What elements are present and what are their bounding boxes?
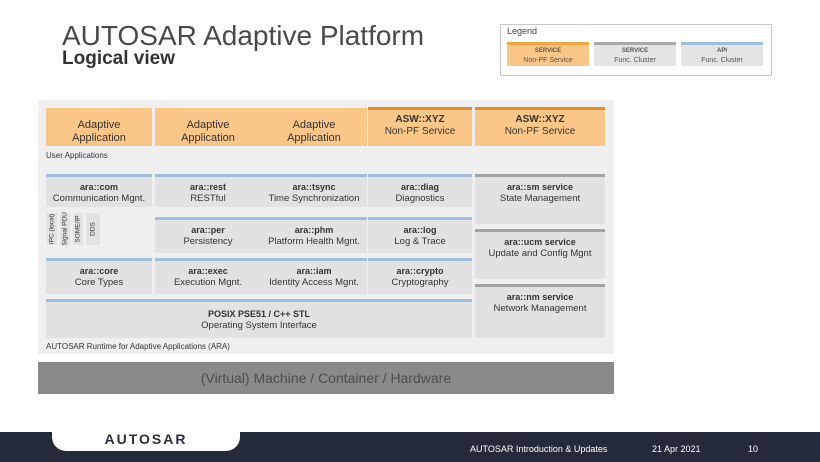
page-title: AUTOSAR Adaptive Platform	[62, 20, 425, 51]
ara-nm-service: ara::nm service Network Management	[475, 284, 605, 338]
legend-api-cluster: API Func. Cluster	[681, 42, 763, 66]
ara-exec-cluster: ara::exec Execution Mgnt.	[155, 258, 261, 294]
machine-layer: (Virtual) Machine / Container / Hardware	[38, 362, 614, 394]
cluster-name: ara::tsync	[292, 182, 336, 192]
service-name: ara::nm service	[506, 292, 574, 302]
service-name: ASW::XYZ	[395, 114, 445, 125]
legend-item-label: Func. Cluster	[701, 57, 743, 64]
app-line1: Adaptive	[292, 119, 336, 131]
service-type: Non-PF Service	[504, 126, 576, 137]
ara-core-cluster: ara::core Core Types	[46, 258, 152, 294]
cluster-name: ara::exec	[188, 266, 228, 276]
service-desc: Update and Config Mgnt	[488, 248, 592, 259]
ara-log-cluster: ara::log Log & Trace	[368, 217, 472, 253]
legend-item-label: Func. Cluster	[614, 57, 656, 64]
service-name: ara::sm service	[506, 182, 574, 192]
ara-sm-service: ara::sm service State Management	[475, 174, 605, 224]
transport-signal-pdu: Signal PDU	[60, 212, 70, 246]
legend-item-label: Non-PF Service	[523, 57, 573, 64]
cluster-name: ara::rest	[189, 182, 227, 192]
cluster-desc: Persistency	[183, 236, 233, 247]
app-line2: Application	[287, 132, 341, 144]
cluster-name: ara::diag	[400, 182, 439, 192]
cluster-name: ara::per	[191, 225, 225, 235]
app-line2: Application	[72, 132, 126, 144]
ara-crypto-cluster: ara::crypto Cryptography	[368, 258, 472, 294]
app-line2: Application	[181, 132, 235, 144]
non-pf-service: ASW::XYZ Non-PF Service	[475, 107, 605, 146]
service-desc: Network Management	[493, 303, 587, 314]
cluster-name: ara::iam	[296, 266, 332, 276]
cluster-desc: RESTful	[190, 193, 226, 204]
legend-nonpf-service: SERVICE Non-PF Service	[507, 42, 589, 66]
service-type: Non-PF Service	[384, 126, 456, 137]
transport-someip: SOME/IP	[73, 213, 83, 245]
legend-item-type: API	[716, 48, 727, 54]
ara-rest-cluster: ara::rest RESTful	[155, 174, 261, 207]
transport-dds: DDS	[86, 213, 100, 245]
ara-diag-cluster: ara::diag Diagnostics	[368, 174, 472, 207]
footer-doc-title: AUTOSAR Introduction & Updates	[470, 444, 608, 454]
cluster-desc: Communication Mgnt.	[52, 193, 146, 204]
service-desc: State Management	[499, 193, 581, 204]
page-subtitle: Logical view	[62, 48, 175, 69]
cluster-desc: Identity Access Mgnt.	[269, 277, 359, 288]
transport-ipc: IPC (local)	[47, 213, 57, 245]
ara-phm-cluster: ara::phm Platform Health Mgnt.	[261, 217, 367, 253]
cluster-desc: Time Synchronization	[268, 193, 360, 204]
non-pf-service: ASW::XYZ Non-PF Service	[368, 107, 472, 146]
adaptive-application: Adaptive Application	[261, 108, 367, 146]
page-number: 10	[748, 444, 759, 454]
footer-date: 21 Apr 2021	[652, 444, 701, 454]
ara-ucm-service: ara::ucm service Update and Config Mgnt	[475, 229, 605, 279]
cluster-desc: Cryptography	[391, 277, 449, 288]
user-applications-label: User Applications	[46, 151, 108, 160]
service-name: ara::ucm service	[504, 237, 576, 247]
cluster-desc: Log & Trace	[394, 236, 446, 247]
ara-label: AUTOSAR Runtime for Adaptive Application…	[46, 342, 230, 351]
app-line1: Adaptive	[186, 119, 230, 131]
cluster-desc: Operating System Interface	[201, 320, 317, 331]
app-line1: Adaptive	[77, 119, 121, 131]
cluster-desc: Core Types	[74, 277, 124, 288]
logo-tab: AUTOSAR	[52, 429, 240, 451]
cluster-name: ara::phm	[294, 225, 334, 235]
cluster-name: ara::log	[403, 225, 437, 235]
service-name: ASW::XYZ	[515, 114, 565, 125]
legend-service-cluster: SERVICE Func. Cluster	[594, 42, 676, 66]
cluster-desc: Diagnostics	[395, 193, 445, 204]
adaptive-application: Adaptive Application	[46, 108, 152, 146]
autosar-logo: AUTOSAR	[104, 431, 188, 447]
ara-tsync-cluster: ara::tsync Time Synchronization	[261, 174, 367, 207]
cluster-name: ara::core	[79, 266, 119, 276]
ara-per-cluster: ara::per Persistency	[155, 217, 261, 253]
cluster-name: ara::com	[79, 182, 118, 192]
architecture-panel: Adaptive Application Adaptive Applicatio…	[38, 100, 614, 354]
legend: Legend SERVICE Non-PF Service SERVICE Fu…	[500, 24, 772, 76]
cluster-name: POSIX PSE51 / C++ STL	[207, 309, 311, 319]
adaptive-application: Adaptive Application	[155, 108, 261, 146]
legend-item-type: SERVICE	[534, 48, 562, 54]
ara-iam-cluster: ara::iam Identity Access Mgnt.	[261, 258, 367, 294]
ara-com-cluster: ara::com Communication Mgnt.	[46, 174, 152, 207]
legend-item-type: SERVICE	[621, 48, 649, 54]
cluster-desc: Platform Health Mgnt.	[268, 236, 360, 247]
legend-title: Legend	[507, 26, 538, 36]
posix-os-interface: POSIX PSE51 / C++ STL Operating System I…	[46, 299, 472, 338]
cluster-desc: Execution Mgnt.	[173, 277, 243, 288]
cluster-name: ara::crypto	[396, 266, 444, 276]
